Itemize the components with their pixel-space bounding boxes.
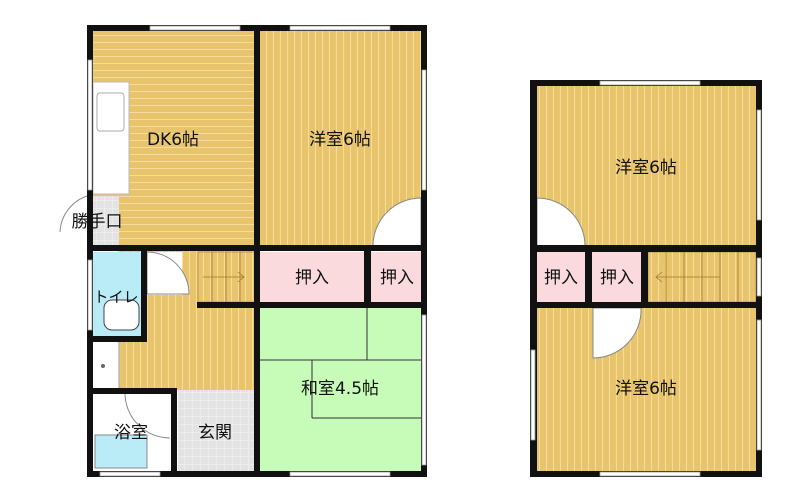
label-toilet: トイレ	[93, 288, 138, 306]
room-western-2f-bottom	[536, 308, 756, 471]
label-closet-2f-1: 押入	[544, 268, 578, 288]
label-closet-2f-2: 押入	[600, 268, 634, 288]
label-entrance: 玄関	[198, 423, 232, 443]
stairs-arrow-icon	[203, 252, 245, 302]
room-entrance	[178, 390, 255, 473]
toilet-icon	[103, 299, 140, 331]
sink-icon	[96, 92, 125, 132]
room-closet-2f-1	[536, 252, 585, 302]
label-washitsu: 和室4.5帖	[301, 379, 379, 399]
windows-1f	[87, 25, 427, 477]
first-floor: DK6帖 洋室6帖 勝手口 押入 押入 トイレ 和室4.5帖 浴室 玄関	[59, 25, 427, 477]
door-swing-icon	[124, 392, 171, 439]
back-door-swing-icon	[59, 195, 88, 233]
back-door-floor	[92, 196, 119, 246]
windows-2f	[530, 80, 762, 477]
drain-icon	[101, 364, 105, 368]
label-western-2f-top: 洋室6帖	[615, 158, 677, 178]
label-closet-1: 押入	[295, 268, 329, 288]
washbasin-icon	[91, 340, 120, 390]
label-western-1f: 洋室6帖	[309, 130, 371, 150]
label-dk: DK6帖	[147, 130, 199, 150]
label-bath: 浴室	[114, 423, 148, 443]
second-floor: 洋室6帖 押入 押入 洋室6帖	[530, 80, 762, 477]
bathtub-icon	[94, 434, 148, 469]
tatami-lines	[260, 308, 423, 419]
label-western-2f-bottom: 洋室6帖	[615, 379, 677, 399]
door-swing-icon	[592, 307, 642, 359]
room-closet-2	[371, 252, 423, 302]
door-swing-icon	[146, 251, 190, 295]
room-washitsu	[260, 308, 423, 473]
label-closet-2: 押入	[380, 268, 414, 288]
room-closet-1	[260, 252, 364, 302]
stairs-arrow-icon	[655, 252, 739, 302]
walls-1f	[87, 25, 427, 477]
label-back-door: 勝手口	[72, 212, 123, 232]
room-closet-2f-2	[592, 252, 641, 302]
